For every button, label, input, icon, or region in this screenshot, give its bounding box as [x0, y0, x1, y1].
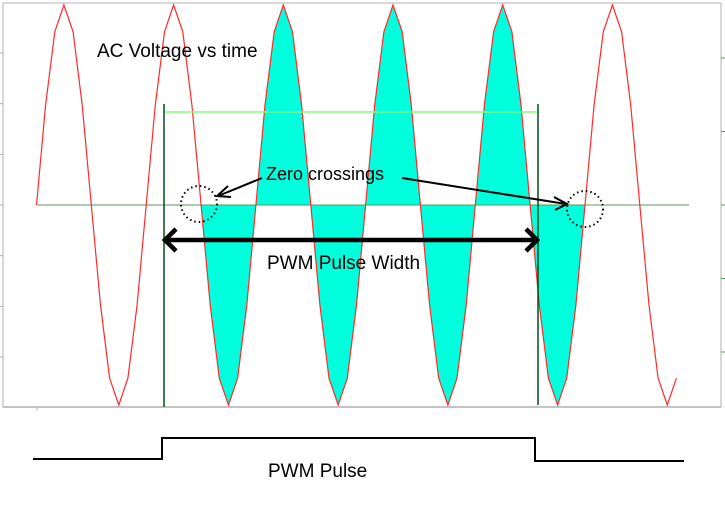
chart-title: AC Voltage vs time — [97, 41, 258, 62]
pulse-width-arrow — [161, 227, 541, 253]
left-axis-ticks — [0, 52, 3, 358]
zero-crossing-arrow-left — [214, 177, 263, 198]
pulse-width-label: PWM Pulse Width — [267, 253, 420, 274]
zero-crossing-marker-right — [566, 190, 604, 228]
zero-crossing-marker-left — [180, 185, 218, 223]
right-axis-ticks — [721, 57, 725, 353]
zero-crossings-label: Zero crossings — [266, 164, 384, 184]
plot-frame — [0, 2, 725, 411]
ac-voltage-wave — [35, 3, 677, 407]
pwm-pulse-trace — [33, 437, 684, 462]
zero-crossing-arrow-right — [401, 177, 570, 211]
pwm-pulse-label: PWM Pulse — [268, 461, 367, 482]
